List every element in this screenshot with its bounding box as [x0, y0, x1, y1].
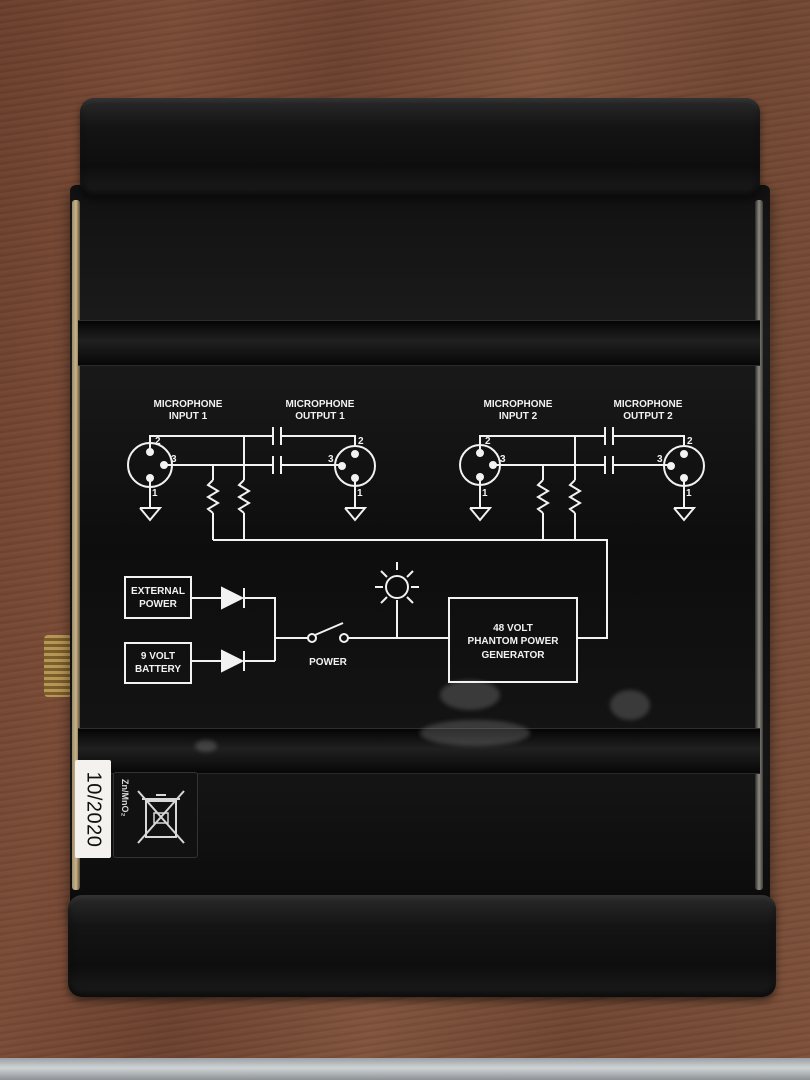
date-sticker: 10/2020: [75, 760, 111, 858]
dust-smudge: [610, 690, 650, 720]
battery-label-line2: BATTERY: [135, 664, 181, 675]
side-knurled-knob: [44, 635, 72, 697]
generator-label-line1: 48 VOLT: [493, 623, 533, 634]
mic-output-1-label-line2: OUTPUT 1: [295, 411, 345, 422]
switch-contact-icon: [339, 633, 349, 643]
battery-chemistry-text: Zn/MnO₂: [120, 779, 130, 817]
mic-input-2-label-line1: MICROPHONE: [484, 399, 553, 410]
pin-number: 2: [485, 436, 491, 447]
battery-label-line1: 9 VOLT: [141, 651, 175, 662]
mic-output-2-label-line1: MICROPHONE: [614, 399, 683, 410]
rubber-foot-top: [80, 98, 760, 196]
panel-groove-upper: [78, 320, 760, 366]
pin-number: 3: [500, 454, 506, 465]
pin-number: 1: [357, 488, 363, 499]
mic-input-1-label-line2: INPUT 1: [169, 411, 208, 422]
panel-groove-lower: [78, 728, 760, 774]
battery-disposal-sticker: Zn/MnO₂: [113, 772, 198, 858]
battery-box: [124, 642, 192, 684]
pin-number: 2: [358, 436, 364, 447]
generator-label-line2: PHANTOM POWER: [468, 636, 560, 647]
mic-output-1-label-line1: MICROPHONE: [286, 399, 355, 410]
dust-smudge: [440, 680, 500, 710]
diode-icon: [221, 586, 245, 610]
dust-smudge: [195, 740, 217, 752]
mic-output-2-label-line2: OUTPUT 2: [623, 411, 673, 422]
pin-number: 2: [687, 436, 693, 447]
crossed-out-bin-icon: [137, 790, 185, 844]
switch-lever-icon: [314, 622, 344, 636]
dust-smudge: [420, 720, 530, 746]
external-power-label-line2: POWER: [139, 599, 178, 610]
switch-contact-icon: [307, 633, 317, 643]
mic-input-2-label-line2: INPUT 2: [499, 411, 538, 422]
pin-number: 1: [482, 488, 488, 499]
pin-number: 3: [328, 454, 334, 465]
mic-input-1-label-line1: MICROPHONE: [154, 399, 223, 410]
generator-box: [448, 597, 578, 683]
diode-icon: [221, 649, 245, 673]
power-switch-label: POWER: [309, 657, 348, 668]
pin-number: 3: [171, 454, 177, 465]
power-lamp-icon: [385, 575, 409, 599]
pin-number: 3: [657, 454, 663, 465]
external-power-label-line1: EXTERNAL: [131, 586, 185, 597]
generator-label-line3: GENERATOR: [482, 650, 546, 661]
rubber-foot-bottom: [68, 895, 776, 997]
pin-number: 1: [686, 488, 692, 499]
external-power-box: [124, 576, 192, 619]
pin-number: 2: [155, 436, 161, 447]
date-text: 10/2020: [82, 771, 105, 847]
table-metal-edge: [0, 1058, 810, 1080]
box-side-right: [755, 200, 763, 890]
box-side-left: [72, 200, 80, 890]
pin-number: 1: [152, 488, 158, 499]
